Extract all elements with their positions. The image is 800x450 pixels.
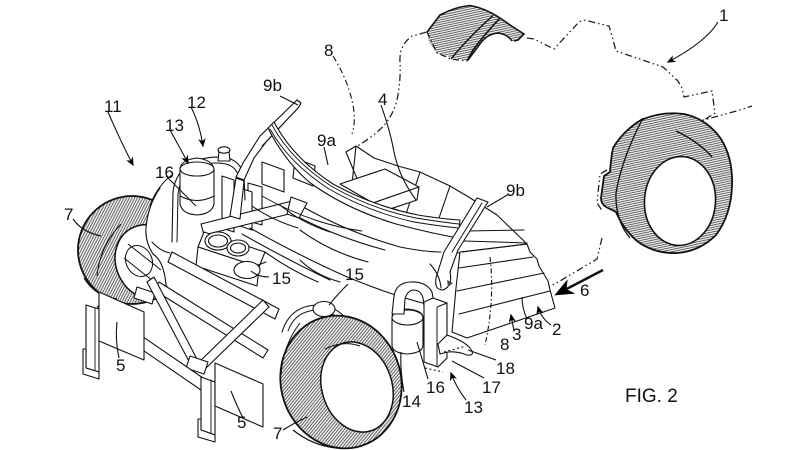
svg-text:8: 8 bbox=[500, 335, 509, 354]
svg-text:5: 5 bbox=[116, 356, 125, 375]
svg-text:7: 7 bbox=[64, 205, 73, 224]
svg-text:9b: 9b bbox=[506, 181, 525, 200]
svg-text:13: 13 bbox=[464, 398, 483, 417]
svg-text:16: 16 bbox=[426, 378, 445, 397]
svg-text:1: 1 bbox=[719, 6, 728, 25]
svg-text:11: 11 bbox=[104, 97, 122, 116]
svg-text:15: 15 bbox=[345, 265, 364, 284]
svg-text:6: 6 bbox=[580, 281, 589, 300]
svg-text:9b: 9b bbox=[263, 76, 282, 95]
svg-text:14: 14 bbox=[402, 392, 421, 411]
svg-text:2: 2 bbox=[552, 320, 561, 339]
svg-text:5: 5 bbox=[237, 413, 246, 432]
svg-text:16: 16 bbox=[155, 163, 174, 182]
svg-text:12: 12 bbox=[187, 93, 206, 112]
svg-text:4: 4 bbox=[378, 90, 387, 109]
svg-text:17: 17 bbox=[482, 378, 501, 397]
svg-text:15: 15 bbox=[272, 269, 291, 288]
svg-text:3: 3 bbox=[512, 325, 521, 344]
svg-text:13: 13 bbox=[165, 116, 184, 135]
svg-text:18: 18 bbox=[496, 359, 515, 378]
svg-text:9a: 9a bbox=[317, 131, 336, 150]
svg-text:7: 7 bbox=[273, 424, 282, 443]
svg-text:9a: 9a bbox=[524, 314, 543, 333]
svg-text:8: 8 bbox=[324, 41, 333, 60]
svg-text:FIG. 2: FIG. 2 bbox=[625, 386, 678, 407]
